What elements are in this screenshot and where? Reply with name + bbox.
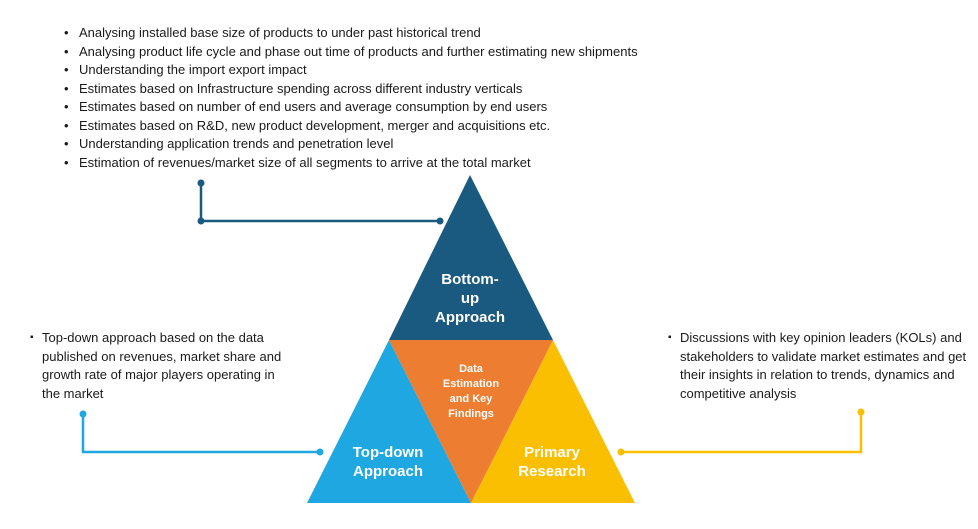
square-bullet-icon: ▪: [668, 332, 672, 343]
primary-research-label-line: Primary: [524, 444, 580, 461]
square-bullet-icon: ▪: [30, 332, 34, 343]
bottom-up-label-line: Approach: [434, 309, 505, 326]
primary-research-note: ▪ Discussions with key opinion leaders (…: [668, 328, 968, 403]
bottom-up-bullet: Understanding application trends and pen…: [64, 135, 638, 154]
bottom-up-bullet: Estimation of revenues/market size of al…: [64, 154, 638, 173]
top-down-triangle: [307, 340, 471, 503]
data-estimation-label-line: and Key: [449, 393, 493, 405]
primary-research-triangle: [471, 340, 635, 503]
data-estimation-triangle: [389, 340, 553, 503]
primary-research-label-line: Research: [518, 463, 586, 480]
top-down-connector: [79, 410, 324, 456]
top-down-label-line: Approach: [352, 463, 423, 480]
bottom-up-bullet: Estimates based on number of end users a…: [64, 98, 638, 117]
primary-research-note-text: Discussions with key opinion leaders (KO…: [680, 330, 967, 401]
primary-research-connector: [617, 408, 865, 456]
primary-research-label: Primary Research: [502, 443, 602, 481]
bottom-up-connector: [197, 179, 444, 225]
top-down-note: ▪ Top-down approach based on the data pu…: [30, 328, 295, 403]
top-down-label: Top-down Approach: [338, 443, 438, 481]
data-estimation-label-line: Data: [459, 363, 483, 375]
top-down-note-text: Top-down approach based on the data publ…: [42, 330, 282, 401]
data-estimation-label-line: Findings: [448, 408, 494, 420]
data-estimation-label-line: Estimation: [442, 378, 500, 390]
bottom-up-label-line: Bottom-: [441, 271, 499, 288]
bottom-up-bullet: Estimates based on R&D, new product deve…: [64, 117, 638, 136]
bottom-up-label-line: up: [460, 290, 480, 307]
bottom-up-bullet: Understanding the import export impact: [64, 61, 638, 80]
bottom-up-triangle: [389, 175, 553, 340]
bottom-up-bullet: Analysing installed base size of product…: [64, 24, 638, 43]
bottom-up-bullet: Estimates based on Infrastructure spendi…: [64, 80, 638, 99]
data-estimation-label: Data Estimation and Key Findings: [426, 362, 516, 422]
bottom-up-label: Bottom- up Approach: [420, 270, 520, 327]
bottom-up-bullet: Analysing product life cycle and phase o…: [64, 43, 638, 62]
top-down-label-line: Top-down: [352, 444, 424, 461]
bottom-up-bullet-list: Analysing installed base size of product…: [64, 24, 638, 172]
